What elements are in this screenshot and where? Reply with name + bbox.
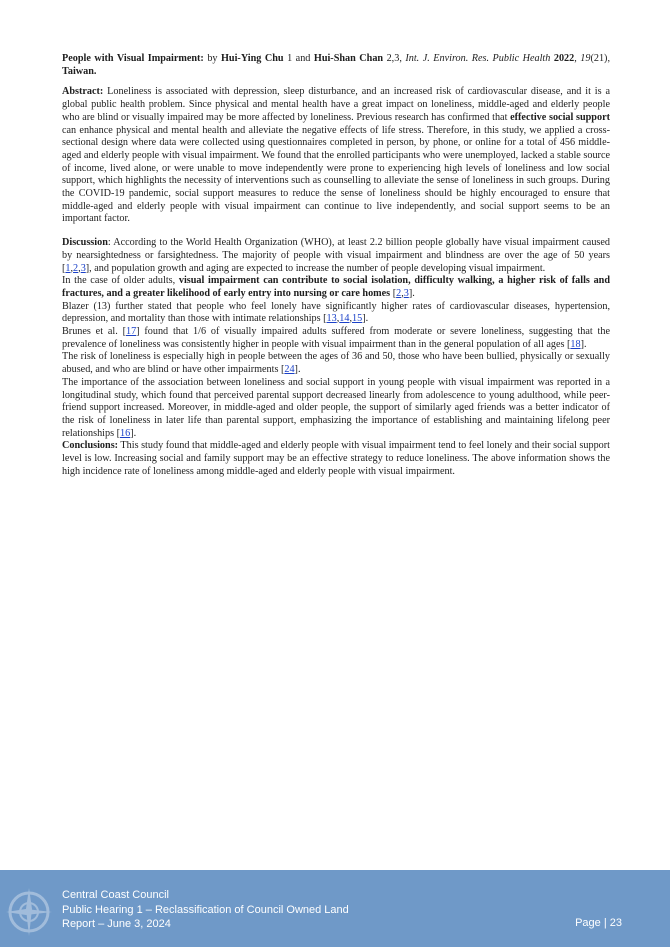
ref-link-1[interactable]: 1: [65, 262, 71, 274]
discussion-paragraph-6: The importance of the association betwee…: [62, 376, 610, 439]
ref-link-16[interactable]: 16: [120, 427, 131, 439]
discussion-label: Discussion: [62, 237, 108, 249]
by-text: by: [203, 53, 221, 64]
discussion-paragraph-5: The risk of loneliness is especially hig…: [62, 351, 610, 376]
discussion-paragraph-3: Blazer (13) further stated that people w…: [62, 300, 610, 325]
abstract-highlight: effective social support: [510, 111, 610, 123]
ref-link-15[interactable]: 15: [352, 313, 363, 325]
page-footer: Central Coast Council Public Hearing 1 –…: [0, 870, 670, 947]
discussion-paragraph-1: Discussion: According to the World Healt…: [62, 237, 610, 274]
author-2: Hui-Shan Chan: [313, 53, 384, 64]
abstract-label: Abstract:: [62, 86, 104, 98]
conclusions-paragraph: Conclusions: This study found that middl…: [62, 440, 610, 477]
ref-link-24[interactable]: 24: [284, 364, 295, 376]
ref-link-2[interactable]: 2: [73, 262, 79, 274]
discussion-highlight: visual impairment can contribute to soci…: [62, 275, 611, 299]
author-1-affiliation: 1 and: [283, 53, 314, 64]
ref-link-17[interactable]: 17: [125, 326, 137, 338]
ref-link-3b[interactable]: 3: [403, 287, 409, 299]
footer-report-date: Report – June 3, 2024: [62, 918, 171, 930]
author-1: Hui-Ying Chu: [221, 53, 284, 64]
footer-council-name: Central Coast Council: [62, 889, 169, 901]
journal-issue: (21),: [590, 53, 610, 64]
conclusions-label: Conclusions:: [62, 440, 119, 452]
discussion-paragraph-2: In the case of older adults, visual impa…: [62, 275, 611, 299]
journal-volume: 19: [580, 53, 591, 64]
discussion-paragraph-4: Brunes et al. [17] found that 1/6 of vis…: [62, 326, 610, 350]
abstract-paragraph: Abstract: Loneliness is associated with …: [62, 86, 610, 225]
document-body: People with Visual Impairment: by Hui-Yi…: [62, 53, 610, 479]
country: Taiwan.: [62, 65, 97, 77]
page-number: Page | 23: [575, 917, 622, 929]
ref-link-3[interactable]: 3: [80, 262, 86, 274]
publication-year: 2022: [553, 53, 575, 64]
journal-name: Int. J. Environ. Res. Public Health: [405, 53, 551, 64]
footer-document-title: Public Hearing 1 – Reclassification of C…: [62, 903, 349, 916]
ref-link-14[interactable]: 14: [339, 313, 350, 325]
topic-label: People with Visual Impairment:: [62, 53, 204, 64]
citation-header: People with Visual Impairment: by Hui-Yi…: [62, 53, 610, 77]
ref-link-13[interactable]: 13: [326, 313, 337, 325]
footer-text: Central Coast Council Public Hearing 1 –…: [62, 888, 349, 932]
author-2-affiliation: 2,3,: [383, 53, 406, 64]
council-seal-icon: [6, 888, 52, 936]
ref-link-2b[interactable]: 2: [396, 287, 402, 299]
ref-link-18[interactable]: 18: [570, 338, 581, 350]
